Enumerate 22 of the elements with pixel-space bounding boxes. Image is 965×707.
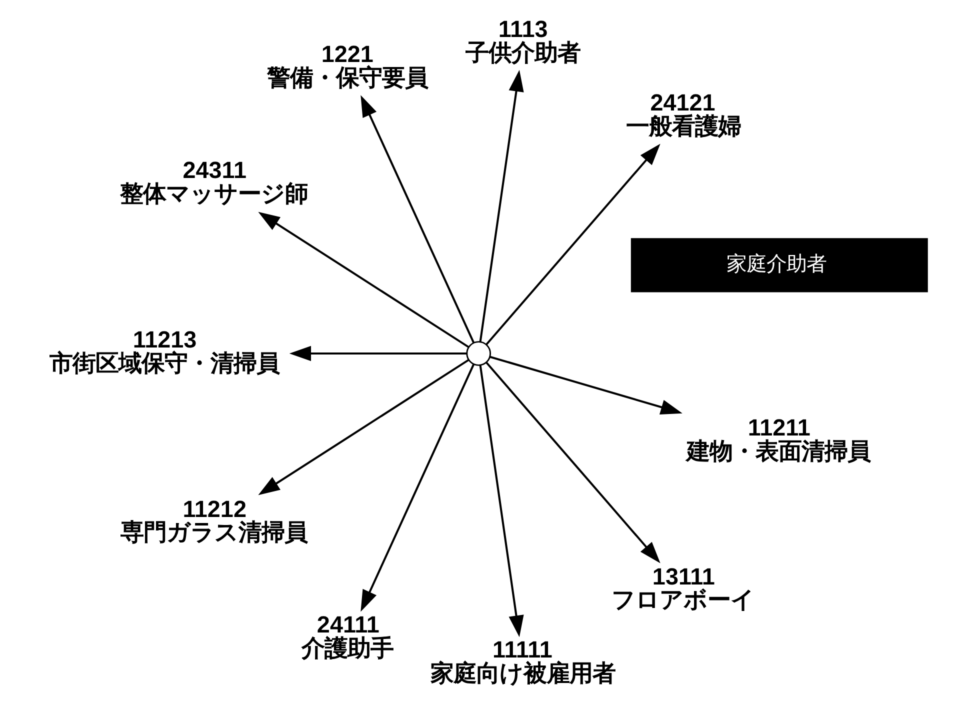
node-text: 11212 専門ガラス清掃員 — [120, 496, 308, 546]
node-text: 24111 介護助手 — [302, 612, 394, 661]
arrow — [490, 356, 682, 415]
arrow — [486, 362, 660, 564]
arrow — [479, 365, 524, 638]
arrow — [258, 212, 470, 348]
arrow — [479, 70, 524, 342]
node-text: 24311 整体マッサージ師 — [120, 156, 308, 206]
node-circle — [466, 341, 492, 366]
node-text: 13111 フロアボーイ — [611, 563, 754, 613]
arrow — [258, 359, 470, 496]
arrow — [360, 364, 475, 612]
node-box: 家庭介助者 — [630, 238, 928, 292]
arrow — [360, 95, 475, 344]
node-text: 24121 一般看護婦 — [626, 89, 742, 139]
arrow — [486, 144, 660, 346]
node-text: 1113 子供介助者 — [465, 16, 580, 66]
node-text: 11111 家庭向け被雇用者 — [430, 636, 616, 686]
node-text: 11211 建物・表面清掃員 — [686, 414, 870, 464]
node-text: 11213 市街区域保守・清掃員 — [50, 326, 280, 376]
arrow — [289, 346, 467, 362]
node-text: 1221 警備・保守要員 — [267, 41, 428, 91]
